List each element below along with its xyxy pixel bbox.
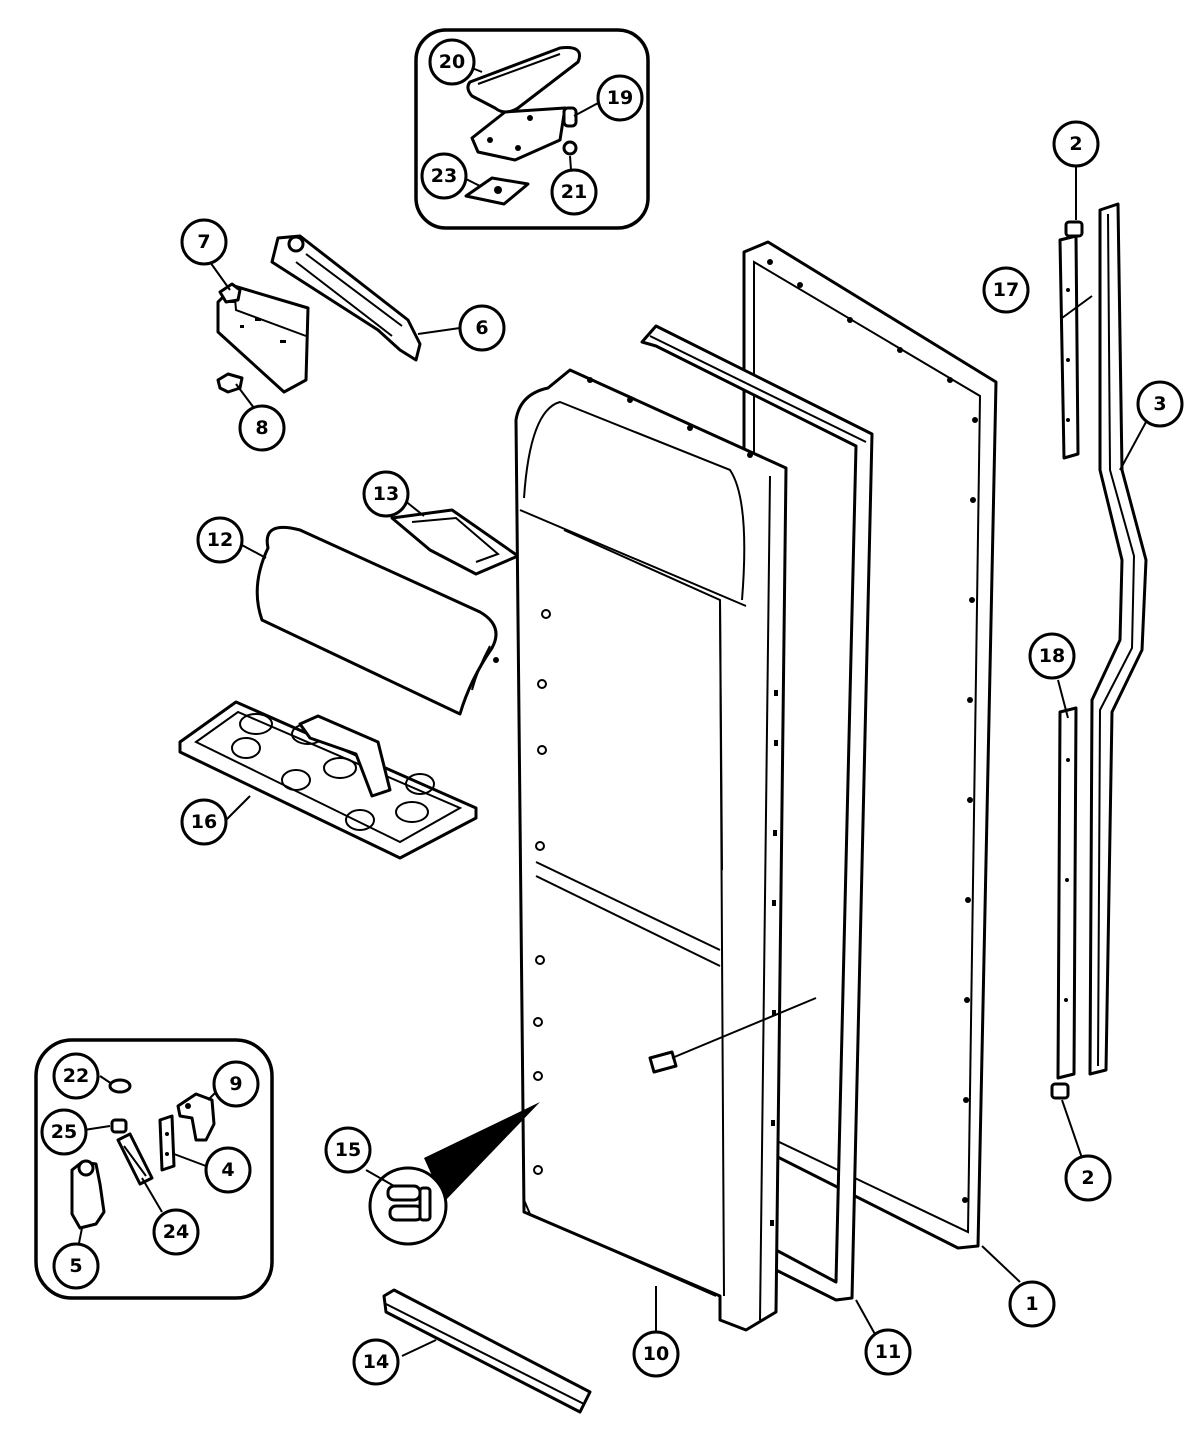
callout-8: 8: [238, 404, 286, 452]
rail-cap-top-part: [1064, 220, 1084, 238]
svg-text:8: 8: [255, 417, 268, 439]
svg-text:21: 21: [561, 181, 587, 203]
rail-cap-bottom-part: [1050, 1082, 1070, 1100]
screw-part: [648, 1050, 678, 1074]
hinge-plate-part: [470, 106, 567, 162]
svg-text:18: 18: [1039, 645, 1065, 667]
svg-text:25: 25: [51, 1121, 77, 1143]
svg-text:23: 23: [431, 165, 457, 187]
bottom-trim-part: [382, 1288, 592, 1414]
callout-1: 1: [1008, 1280, 1056, 1328]
svg-text:2: 2: [1069, 133, 1082, 155]
callout-21: 21: [550, 168, 598, 216]
bottom-shim-part: [158, 1114, 176, 1172]
lower-rail-part: [1056, 706, 1078, 1080]
callout-22: 22: [52, 1052, 100, 1100]
callout-2-bottom: 2: [1064, 1154, 1112, 1202]
callout-5: 5: [52, 1242, 100, 1290]
door-handle-rail-part: [1088, 202, 1148, 1076]
callout-4: 4: [204, 1146, 252, 1194]
svg-text:11: 11: [875, 1341, 901, 1363]
svg-text:14: 14: [363, 1351, 389, 1373]
callout-15: 15: [324, 1126, 372, 1174]
svg-text:1: 1: [1025, 1293, 1038, 1315]
callout-18: 18: [1028, 632, 1076, 680]
svg-text:4: 4: [221, 1159, 234, 1181]
svg-text:6: 6: [475, 317, 488, 339]
small-clip-part: [216, 372, 244, 394]
callout-2-top: 2: [1052, 120, 1100, 168]
bottom-hinge-inset: [34, 1038, 274, 1300]
callout-3: 3: [1136, 380, 1184, 428]
svg-text:17: 17: [993, 279, 1019, 301]
svg-text:15: 15: [335, 1139, 361, 1161]
svg-text:12: 12: [207, 529, 233, 551]
svg-text:22: 22: [63, 1065, 89, 1087]
svg-text:10: 10: [643, 1343, 669, 1365]
callout-6: 6: [458, 304, 506, 352]
bin-cover-part: [255, 525, 499, 716]
ice-bin-part: [178, 700, 478, 860]
svg-text:3: 3: [1153, 393, 1166, 415]
clip-part: [218, 282, 242, 304]
svg-text:24: 24: [163, 1221, 189, 1243]
upper-rail-part: [1058, 234, 1080, 460]
callout-11: 11: [864, 1328, 912, 1376]
callout-17: 17: [982, 266, 1030, 314]
callout-7: 7: [180, 218, 228, 266]
callout-23: 23: [420, 152, 468, 200]
inner-door-liner-part: [514, 368, 817, 1332]
svg-text:2: 2: [1081, 1167, 1094, 1189]
detail-magnifier: [368, 1102, 540, 1246]
side-rails: [1050, 202, 1148, 1100]
door-closer-parts: [216, 234, 422, 394]
callout-20: 20: [428, 38, 476, 86]
svg-text:19: 19: [607, 87, 633, 109]
svg-text:9: 9: [229, 1073, 242, 1095]
svg-text:16: 16: [191, 811, 217, 833]
callout-10: 10: [632, 1330, 680, 1378]
callout-14: 14: [352, 1338, 400, 1386]
callout-9: 9: [212, 1060, 260, 1108]
washer-part: [562, 140, 578, 156]
nut-part: [110, 1118, 128, 1134]
callout-12: 12: [196, 516, 244, 564]
callout-19: 19: [596, 74, 644, 122]
svg-text:5: 5: [69, 1255, 82, 1277]
svg-text:20: 20: [439, 51, 465, 73]
shelf-tray-part: [390, 508, 520, 576]
callout-25: 25: [40, 1108, 88, 1156]
svg-text:7: 7: [197, 231, 210, 253]
svg-text:13: 13: [373, 483, 399, 505]
callout-16: 16: [180, 798, 228, 846]
bottom-washer-part: [108, 1078, 132, 1094]
callout-24: 24: [152, 1208, 200, 1256]
callout-13: 13: [362, 470, 410, 518]
